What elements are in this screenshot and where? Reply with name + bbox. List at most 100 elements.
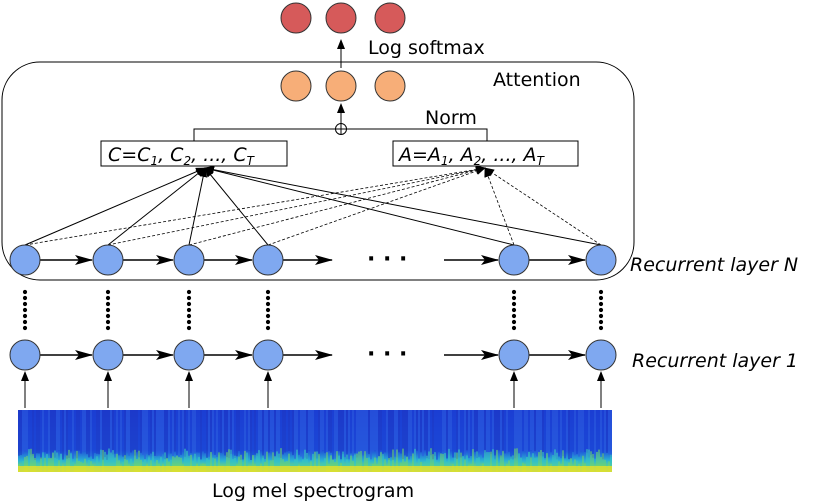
spectrogram-streak	[220, 410, 222, 453]
spectrogram-bump	[68, 449, 70, 472]
spectrogram-streak	[304, 410, 306, 458]
spectrogram-streak	[256, 410, 258, 456]
recurrent-node	[9, 339, 41, 371]
spectrogram-bump	[542, 452, 544, 472]
spectrogram-streak	[98, 410, 100, 455]
spectrogram-streak	[490, 410, 492, 454]
spectrogram-bump	[172, 456, 174, 472]
spectrogram-bump	[44, 457, 46, 472]
spectrogram-bump	[274, 455, 276, 472]
spectrogram-bump	[88, 459, 90, 472]
spectrogram-streak	[542, 410, 544, 457]
recurrent-node	[585, 339, 617, 371]
stack-dot	[22, 307, 28, 313]
spectrogram-streak	[450, 410, 452, 451]
spectrogram-bump	[426, 455, 428, 472]
stack-dot	[186, 301, 192, 307]
spectrogram-streak	[546, 410, 548, 452]
spectrogram-bump	[414, 448, 416, 472]
spectrogram-streak	[34, 410, 36, 460]
spectrogram-streak	[110, 410, 112, 454]
spectrogram-bump	[358, 451, 360, 472]
spectrogram-bump	[226, 452, 228, 472]
spectrogram-streak	[384, 410, 386, 453]
spectrogram-bump	[402, 448, 404, 472]
spectrogram-bump	[490, 451, 492, 472]
spectrogram-bump	[258, 450, 260, 472]
spectrogram-streak	[234, 410, 236, 458]
spectrogram-streak	[26, 410, 28, 452]
spectrogram-bump	[212, 457, 214, 472]
spectrogram-streak	[62, 410, 64, 460]
spectrogram-streak	[408, 410, 410, 460]
spectrogram-streak	[508, 410, 510, 452]
spectrogram-streak	[208, 410, 210, 457]
spectrogram-streak	[476, 410, 478, 459]
spectrogram-streak	[438, 410, 440, 453]
spectrogram-streak	[470, 410, 472, 456]
spectrogram-streak	[382, 410, 384, 456]
spectrogram-streak	[236, 410, 238, 457]
spectrogram-bump	[380, 452, 382, 472]
recurrent-node	[252, 339, 284, 371]
spectrogram-bump	[186, 450, 188, 472]
spectrogram-streak	[370, 410, 372, 460]
spectrogram-streak	[18, 410, 20, 456]
spectrogram-streak	[196, 410, 198, 453]
spectrogram-streak	[500, 410, 502, 458]
spectrogram-streak	[538, 410, 540, 451]
spectrogram-streak	[566, 410, 568, 452]
spectrogram-bump	[442, 453, 444, 472]
spectrogram-bump	[444, 453, 446, 472]
recurrent-node	[173, 244, 205, 276]
spectrogram-streak	[550, 410, 552, 453]
spectrogram-streak	[516, 410, 518, 453]
spectrogram-bump	[210, 451, 212, 472]
spectrogram-bump	[454, 452, 456, 472]
spectrogram-streak	[140, 410, 142, 453]
spectrogram-bump	[114, 457, 116, 472]
spectrogram-bump	[596, 451, 598, 472]
spectrogram-bump	[160, 456, 162, 472]
spectrogram-bump	[374, 457, 376, 472]
stack-dot	[511, 301, 517, 307]
spectrogram-streak	[478, 410, 480, 452]
spectrogram-streak	[296, 410, 298, 452]
stack-dot	[186, 313, 192, 319]
spectrogram-streak	[468, 410, 470, 459]
spectrogram-bump	[502, 450, 504, 472]
spectrogram-bump	[46, 453, 48, 472]
spectrogram-streak	[354, 410, 356, 453]
spectrogram-bump	[280, 448, 282, 472]
spectrogram-bump	[52, 452, 54, 472]
spectrogram-streak	[312, 410, 314, 453]
spectrogram-bump	[592, 454, 594, 472]
spectrogram-bump	[388, 458, 390, 472]
stack-dot	[265, 307, 271, 313]
spectrogram-streak	[548, 410, 550, 458]
spectrogram-streak	[502, 410, 504, 452]
spectrogram-streak	[114, 410, 116, 454]
spectrogram-streak	[138, 410, 140, 458]
spectrogram-streak	[174, 410, 176, 452]
spectrogram-bump	[466, 455, 468, 472]
spectrogram-bump	[406, 456, 408, 472]
stack-dot	[511, 313, 517, 319]
spectrogram-streak	[352, 410, 354, 456]
recurrent-node	[252, 244, 284, 276]
recurrent-node	[173, 339, 205, 371]
spectrogram-bump	[586, 449, 588, 472]
spectrogram-bump	[360, 450, 362, 472]
spectrogram-streak	[340, 410, 342, 460]
stack-dot	[598, 313, 604, 319]
stack-dot	[511, 307, 517, 313]
spectrogram-streak	[264, 410, 266, 459]
spectrogram-streak	[64, 410, 66, 455]
spectrogram-streak	[574, 410, 576, 456]
context-vector-box	[100, 140, 288, 167]
stack-dot	[598, 319, 604, 325]
spectrogram-bump	[598, 449, 600, 472]
context-connections	[24, 165, 602, 246]
spectrogram-streak	[380, 410, 382, 451]
spectrogram-bump	[478, 457, 480, 472]
